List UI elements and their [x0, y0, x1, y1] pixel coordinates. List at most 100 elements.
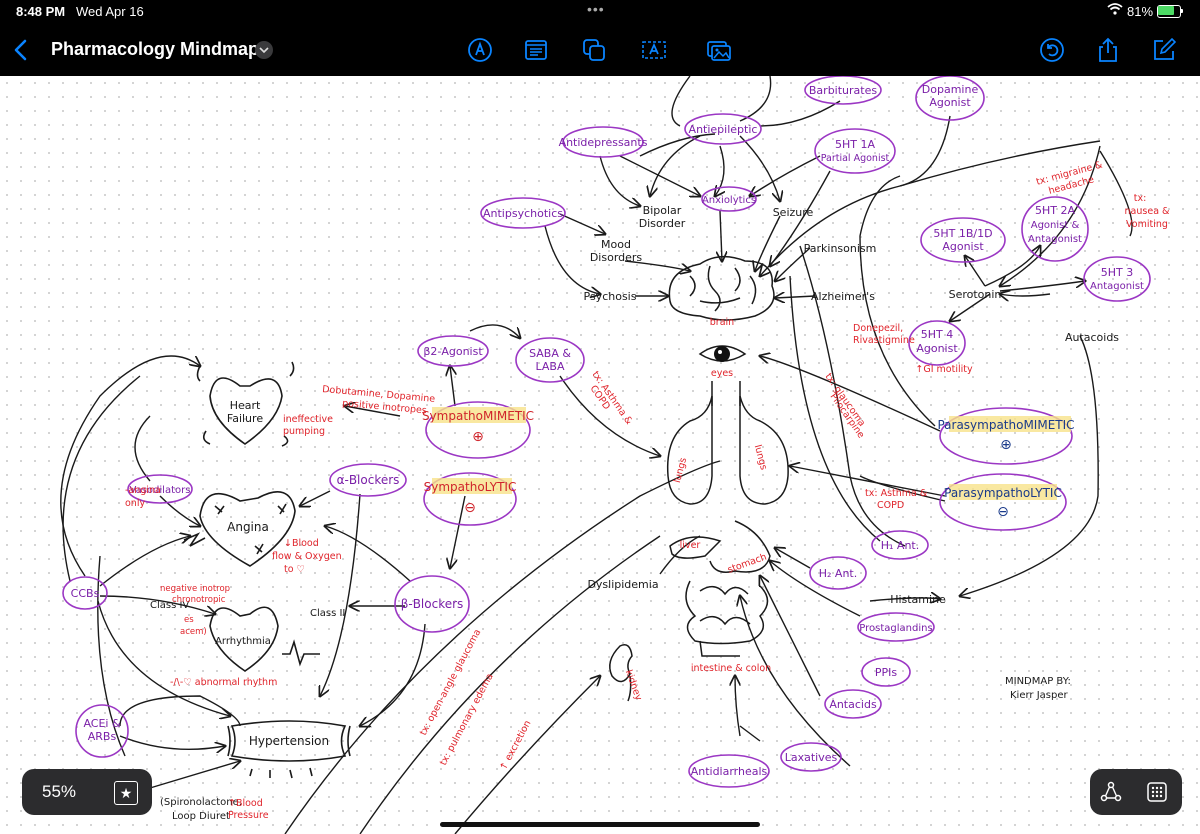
- text-box-icon[interactable]: [638, 34, 670, 66]
- note-eyes: eyes: [711, 368, 733, 379]
- node-5ht1b1d[interactable]: 5HT 1B/1D: [933, 227, 992, 240]
- node-antidiarrheals[interactable]: Antidiarrheals: [691, 765, 768, 778]
- node-aceis-line2: ARBs: [88, 730, 117, 743]
- zoom-control: 55% ★: [22, 769, 152, 815]
- node-5ht1a[interactable]: 5HT 1A: [835, 138, 875, 151]
- condition-labels: Bipolar Disorder Mood Disorders Seizure …: [150, 204, 1119, 822]
- note-nausea-line2: nausea &: [1125, 206, 1170, 217]
- label-spironolactone: (Spironolactone,: [160, 797, 242, 808]
- node-5ht3[interactable]: 5HT 3: [1101, 266, 1133, 279]
- label-serotonin: Serotonin: [949, 288, 1002, 301]
- top-toolbar: Pharmacology Mindmap: [0, 24, 1200, 76]
- node-aceis[interactable]: ACEi &: [83, 717, 121, 730]
- note-donepezil-line2: Rivastigmine: [853, 335, 915, 346]
- star-icon[interactable]: ★: [114, 781, 138, 805]
- battery-level: [1158, 6, 1174, 15]
- image-icon[interactable]: [703, 34, 735, 66]
- node-h1-ant[interactable]: H₁ Ant.: [881, 539, 919, 552]
- node-parasympatholytic-sign: ⊖: [997, 504, 1009, 520]
- node-antipsychotics[interactable]: Antipsychotics: [483, 207, 563, 220]
- lasso-nodes-icon[interactable]: [1098, 779, 1124, 805]
- node-barbiturates[interactable]: Barbiturates: [809, 84, 877, 97]
- note-inotrop-line4: acem): [180, 627, 207, 637]
- kidney-drawing: [609, 644, 633, 702]
- note-open-angle-glaucoma: tx: open-angle glaucoma: [418, 627, 483, 737]
- node-parasympathomimetic[interactable]: ParasympathoMIMETIC: [937, 418, 1074, 432]
- node-parasympathomimetic-sign: ⊕: [1000, 437, 1012, 453]
- compose-icon[interactable]: [1148, 34, 1180, 66]
- battery-percentage: 81%: [1127, 4, 1154, 19]
- node-beta-blockers[interactable]: β-Blockers: [401, 597, 464, 611]
- note-brain: brain: [710, 317, 734, 328]
- home-indicator[interactable]: [440, 822, 760, 827]
- share-icon[interactable]: [1092, 34, 1124, 66]
- chevron-down-icon[interactable]: [255, 41, 273, 59]
- node-laxatives[interactable]: Laxatives: [785, 751, 838, 764]
- lungs-drawing: [666, 381, 789, 505]
- note-asthma-copd-line2: COPD: [877, 500, 904, 511]
- pathway-lines: [284, 460, 721, 834]
- angina-drawing: [183, 491, 296, 567]
- node-5ht2a-line3: Antagonist: [1028, 234, 1082, 245]
- label-hypertension: Hypertension: [249, 734, 329, 748]
- note-liver: liver: [680, 540, 701, 551]
- shapes-icon[interactable]: [578, 34, 610, 66]
- pen-tool-icon[interactable]: [464, 34, 496, 66]
- page-grid-icon[interactable]: [1144, 779, 1170, 805]
- document-icon[interactable]: [520, 34, 552, 66]
- node-antacids[interactable]: Antacids: [829, 698, 877, 711]
- document-title[interactable]: Pharmacology Mindmap: [51, 39, 260, 59]
- node-saba-laba-line2: LABA: [536, 360, 565, 373]
- node-vasodilators[interactable]: Vasodilators: [130, 485, 191, 496]
- connector-lines: [60, 76, 1133, 789]
- undo-icon[interactable]: [1036, 34, 1068, 66]
- note-nausea-line3: Vomiting: [1126, 219, 1168, 230]
- wifi-icon: [1107, 3, 1123, 18]
- note-blood-pressure: ↑Blood: [228, 798, 263, 809]
- label-class-ii: Class II: [310, 608, 345, 619]
- node-5ht3-line2: Antagonist: [1090, 281, 1144, 292]
- node-5ht2a[interactable]: 5HT 2A: [1035, 204, 1075, 217]
- node-5ht2a-line2: Agonist &: [1031, 220, 1080, 231]
- node-prostaglandins[interactable]: Prostaglandins: [859, 623, 932, 634]
- note-intestine: intestine & colon: [691, 663, 771, 674]
- note-asthma-copd: tx: Asthma &: [865, 488, 928, 499]
- digestive-drawing: [669, 520, 771, 657]
- status-time: 8:48 PM: [16, 4, 66, 19]
- note-lungs-left: lungs: [672, 456, 689, 484]
- label-heart-failure: Heart: [230, 399, 261, 412]
- note-inotrop-line3: es: [184, 615, 194, 625]
- node-sympatholytic[interactable]: SympathoLYTIC: [424, 480, 517, 494]
- node-sympathomimetic[interactable]: SympathoMIMETIC: [422, 409, 534, 423]
- label-mood: Mood: [601, 238, 631, 251]
- notebook-canvas[interactable]: Barbiturates Dopamine Agonist Antidepres…: [0, 76, 1200, 834]
- note-donepezil: Donepezil,: [853, 323, 903, 334]
- pharmacology-mindmap: Barbiturates Dopamine Agonist Antidepres…: [60, 76, 1170, 834]
- node-alpha-blockers[interactable]: α-Blockers: [337, 473, 400, 487]
- node-ccbs[interactable]: CCBs: [71, 587, 100, 600]
- node-ppis[interactable]: PPIs: [875, 666, 898, 679]
- node-antidepressants[interactable]: Antidepressants: [559, 136, 648, 149]
- node-saba-laba[interactable]: SABA &: [529, 347, 571, 360]
- label-bipolar: Bipolar: [643, 204, 682, 217]
- zoom-level[interactable]: 55%: [42, 782, 77, 801]
- status-date: Wed Apr 16: [76, 4, 144, 19]
- drug-node-labels: Barbiturates Dopamine Agonist Antidepres…: [71, 83, 1144, 778]
- battery-icon: [1157, 5, 1181, 18]
- node-h2-ant[interactable]: H₂ Ant.: [819, 567, 857, 580]
- note-nausea: tx:: [1134, 193, 1147, 204]
- arrhythmia-drawing: [209, 606, 320, 672]
- multitasking-dots-icon[interactable]: •••: [587, 1, 605, 17]
- node-anxiolytics[interactable]: Anxiolytics: [702, 195, 756, 206]
- node-parasympatholytic[interactable]: ParasympathoLYTIC: [944, 486, 1062, 500]
- node-sympathomimetic-sign: ⊕: [472, 429, 484, 445]
- credit-author: Kierr Jasper: [1010, 690, 1069, 701]
- note-gi-motility: ↑GI motility: [915, 364, 973, 375]
- node-b2-agonist[interactable]: β2-Agonist: [423, 345, 483, 358]
- node-dopamine-agonist[interactable]: Dopamine: [922, 83, 979, 96]
- node-antiepileptic[interactable]: Antiepileptic: [689, 123, 758, 136]
- label-angina: Angina: [227, 520, 269, 534]
- note-inotrop-line2: chronotropic: [172, 595, 226, 605]
- back-chevron-icon[interactable]: [6, 34, 38, 66]
- node-5ht4[interactable]: 5HT 4: [921, 328, 953, 341]
